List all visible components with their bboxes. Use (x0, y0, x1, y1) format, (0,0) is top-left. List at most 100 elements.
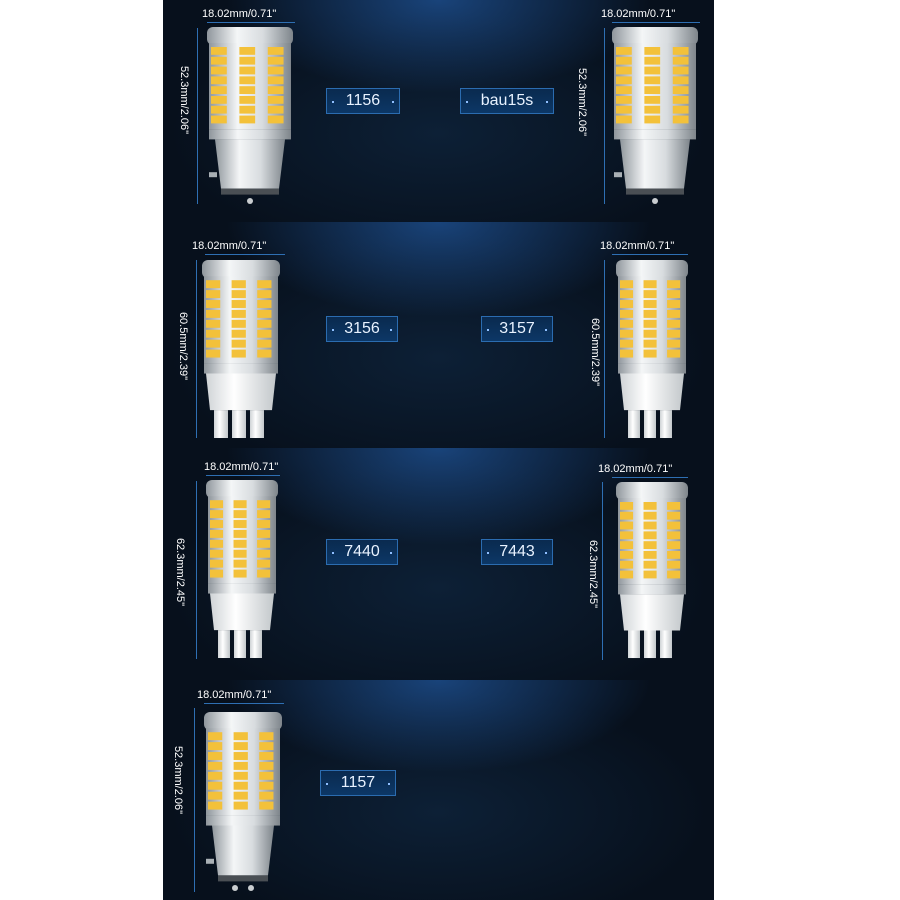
led-chip (257, 520, 271, 528)
led-chip (620, 521, 634, 530)
led-chip (616, 56, 632, 65)
led-chip (257, 529, 271, 538)
led-chip (257, 290, 272, 299)
led-chip (257, 329, 272, 338)
led-chip (233, 569, 247, 578)
led-chip (257, 309, 272, 318)
led-chip (267, 76, 284, 85)
model-label: 1157 (340, 774, 376, 791)
width-label: 18.02mm/0.71" (197, 689, 272, 701)
wedge-base (620, 594, 684, 631)
led-chip (616, 47, 632, 55)
led-chip (206, 349, 221, 358)
led-chip (643, 280, 657, 289)
contact-point (232, 885, 238, 891)
width-label: 18.02mm/0.71" (601, 8, 676, 20)
badge-dot (487, 329, 489, 331)
wedge-tab (660, 630, 672, 659)
width-label: 18.02mm/0.71" (202, 8, 277, 20)
led-chip (206, 290, 221, 299)
bulb-collar (204, 363, 278, 374)
led-chip (667, 300, 681, 308)
wedge-tab (234, 630, 246, 659)
led-chip (644, 105, 661, 114)
led-chip (208, 791, 223, 800)
led-chip (620, 339, 634, 348)
led-chip (233, 752, 248, 760)
led-chip (208, 761, 223, 770)
led-chip (211, 105, 227, 114)
led-bulb-icon (204, 712, 282, 891)
width-dimension-line (612, 477, 688, 478)
led-chip (667, 502, 681, 510)
led-chip (667, 541, 681, 549)
led-chip (643, 521, 657, 530)
led-chip (233, 761, 248, 770)
bulb-cap (207, 27, 293, 45)
wedge-base (620, 373, 684, 411)
bulb-collar (618, 584, 686, 595)
wedge-tab (628, 630, 640, 659)
led-chip (259, 781, 274, 790)
led-bulb-icon (206, 480, 278, 659)
led-chip (206, 300, 221, 308)
length-dimension-line (197, 28, 198, 204)
led-chip (620, 511, 634, 520)
led-chip (672, 66, 689, 75)
led-chip (233, 529, 247, 538)
bulb-cap (204, 712, 282, 731)
led-chip (257, 539, 271, 548)
badge-dot (466, 101, 468, 103)
led-chip (620, 502, 634, 510)
badge-dot (388, 783, 390, 785)
led-chip (259, 742, 274, 751)
base-insulator (218, 875, 268, 882)
wedge-base (210, 593, 274, 631)
led-chip (206, 280, 221, 289)
led-chip (206, 319, 221, 328)
bayonet-base (215, 139, 285, 189)
length-label: 52.3mm/2.06" (172, 745, 184, 815)
led-chip (644, 115, 661, 124)
model-label: 3156 (344, 320, 380, 337)
base-insulator (221, 188, 279, 195)
led-chip (620, 300, 634, 308)
led-chip (210, 559, 224, 568)
led-chip (643, 309, 657, 318)
led-chip (239, 115, 256, 124)
wedge-tab (214, 410, 228, 439)
led-chip (257, 349, 272, 358)
led-chip (206, 329, 221, 338)
model-label: 1156 (345, 92, 381, 109)
led-chip (620, 551, 634, 559)
led-chip (239, 86, 256, 94)
led-chip (643, 339, 657, 348)
led-chip (672, 86, 689, 94)
led-chip (267, 86, 284, 94)
led-chip (208, 801, 223, 810)
led-chip (239, 56, 256, 65)
length-dimension-line (604, 260, 605, 438)
bulb-collar (209, 129, 291, 140)
led-chip (208, 781, 223, 790)
width-dimension-line (206, 475, 280, 476)
badge-dot (332, 101, 334, 103)
badge-dot (326, 783, 328, 785)
badge-dot (390, 329, 392, 331)
led-chip (672, 56, 689, 65)
led-chip (620, 531, 634, 540)
width-label: 18.02mm/0.71" (192, 240, 267, 252)
led-chip (643, 290, 657, 299)
led-chip (257, 549, 271, 558)
badge-dot (332, 552, 334, 554)
led-chip (667, 329, 681, 338)
length-label: 52.3mm/2.06" (576, 67, 588, 137)
bulb-cap (612, 27, 698, 45)
badge-dot (546, 101, 548, 103)
led-chip (643, 511, 657, 520)
led-chip (667, 290, 681, 299)
bayonet-base (620, 139, 690, 189)
led-chip (257, 280, 272, 289)
led-chip (231, 339, 246, 348)
bulb-cap (616, 260, 688, 279)
